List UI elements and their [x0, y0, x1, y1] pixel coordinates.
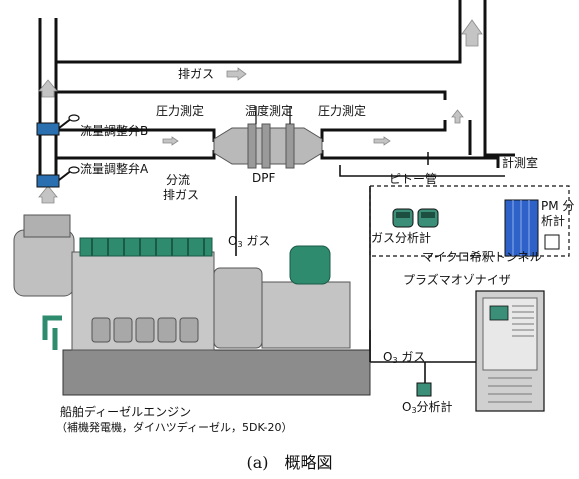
gas-analyzer-icon [392, 208, 439, 228]
label-dpf: DPF [252, 171, 276, 185]
label-gas-analyzer: ガス分析計 [371, 231, 432, 245]
o3-analyzer-icon [416, 382, 432, 397]
exhaust-piping [38, 0, 515, 178]
valve-a-icon [36, 166, 80, 188]
label-split-flow: 分流 [166, 173, 191, 187]
label-o3-analyzer: O3分析計 [402, 400, 453, 415]
label-pm-analyzer-2: 析計 [541, 214, 566, 228]
label-plasma-ozonizer: プラズマオゾナイザ [403, 273, 511, 287]
pm-analyzer-box [544, 234, 560, 250]
label-pressure-measure-2: 圧力測定 [318, 104, 367, 118]
figure-caption: (a) 概略図 [246, 453, 333, 472]
valve-b-icon [36, 114, 80, 136]
label-o3-gas-2: O3 ガス [383, 350, 426, 365]
label-engine-name: 船舶ディーゼルエンジン [60, 405, 192, 419]
plasma-ozonizer-icon [475, 290, 545, 412]
diesel-engine [13, 214, 371, 396]
label-o3-gas-1: O3 ガス [228, 234, 271, 249]
label-pressure-measure-1: 圧力測定 [156, 104, 205, 118]
label-measurement-room: 計測室 [502, 156, 539, 170]
label-valve-b: 流量調整弁B [80, 124, 149, 138]
label-micro-dilution-tunnel: マイクロ希釈トンネル [422, 250, 542, 264]
micro-dilution-tunnel [504, 199, 539, 257]
label-pm-analyzer-1: PM 分 [541, 199, 575, 213]
measurement-room-box [369, 185, 570, 257]
label-engine-detail: （補機発電機，ダイハツディーゼル，5DK-20） [56, 421, 293, 434]
label-exhaust-gas: 排ガス [178, 67, 215, 81]
dpf-unit [213, 106, 323, 169]
flow-arrows [38, 19, 483, 204]
label-split-exhaust: 排ガス [163, 188, 200, 202]
label-valve-a: 流量調整弁A [80, 162, 149, 176]
label-temperature-measure: 温度測定 [245, 104, 294, 118]
label-pitot-tube: ピトー管 [389, 172, 438, 186]
